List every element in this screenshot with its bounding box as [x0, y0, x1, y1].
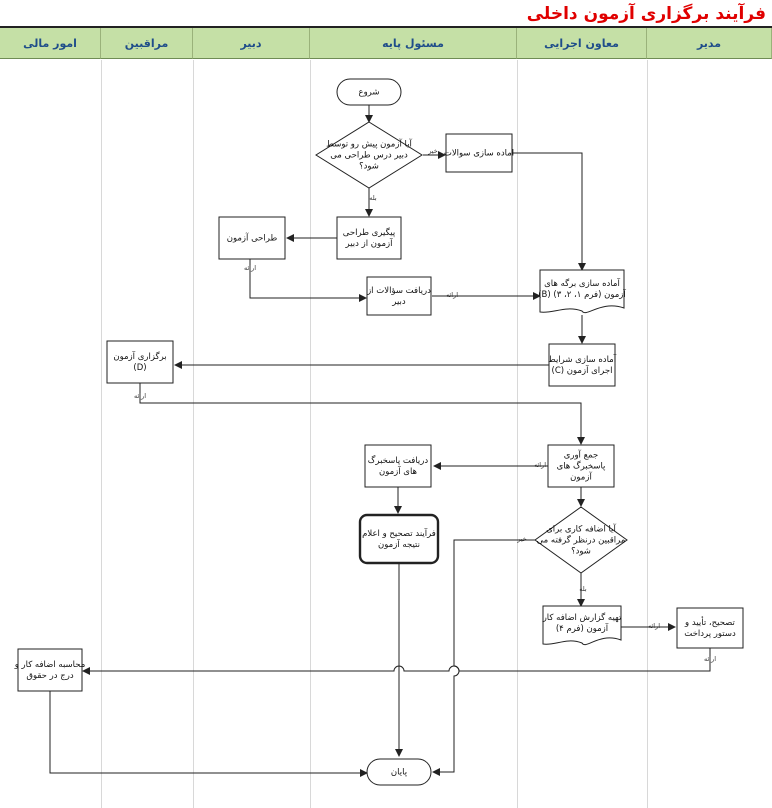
- node-end: پایان: [366, 758, 432, 786]
- node-design: طراحی آزمون: [218, 216, 286, 260]
- lane-divider: [647, 60, 648, 808]
- node-shape: [539, 269, 625, 314]
- node-shape: [336, 216, 402, 260]
- edge-label-q1-no: خیر: [427, 147, 438, 155]
- node-label: شروع: [359, 88, 380, 98]
- node-label: دریافت سؤالات از: [366, 286, 431, 296]
- lane-dividers: [0, 60, 772, 808]
- node-label: آزمون: [570, 471, 592, 483]
- node-shape: [366, 758, 432, 786]
- lane-divider: [310, 60, 311, 808]
- edge-prep-to-sheets: [512, 152, 586, 271]
- lane-header-exec: معاون اجرایی: [517, 28, 647, 59]
- node-label: دریافت پاسخبرگ: [368, 456, 429, 466]
- edge-design-receive: [249, 258, 367, 302]
- node-label: پایان: [391, 768, 408, 778]
- edge-label-design-out: ارائه: [244, 264, 256, 272]
- node-shape: [106, 340, 174, 384]
- edge-label-q1-yes: بله: [369, 194, 377, 202]
- page-title: فرآیند برگزاری آزمون داخلی: [526, 4, 766, 24]
- node-shape: [366, 276, 432, 316]
- node-shape: [542, 605, 622, 646]
- node-label: برگزاری آزمون: [113, 350, 166, 362]
- node-label: شود؟: [359, 162, 379, 172]
- node-shape: [218, 216, 286, 260]
- node-start: شروع: [336, 78, 402, 106]
- node-label: فرآیند تصحیح و اعلام: [362, 527, 436, 539]
- edge-hold-collect: [139, 383, 585, 445]
- node-label: آیا آزمون پیش رو توسط: [326, 138, 412, 150]
- node-label: تهیه گزارش اضافه کار: [542, 612, 622, 623]
- node-label: آزمون (فرم ۴): [556, 622, 609, 634]
- edge-q2-no: [432, 539, 535, 776]
- node-label: آماده سازی شرایط: [548, 353, 617, 365]
- node-shape: [445, 133, 513, 173]
- node-label: محاسبه اضافه کار و: [14, 660, 86, 670]
- node-label: تصحیح، تأیید و: [684, 616, 736, 628]
- edge-payroll-end: [49, 691, 368, 777]
- lane-header-finance: امور مالی: [0, 28, 101, 59]
- node-label: آیا اضافه کاری برای: [546, 523, 616, 535]
- node-label: دبیر: [391, 297, 406, 307]
- node-shape: [548, 343, 616, 387]
- node-label: دستور پرداخت: [684, 629, 736, 639]
- lane-divider: [101, 60, 102, 808]
- node-label: نتیجه آزمون: [378, 538, 420, 550]
- node-label: مراقبین درنظر گرفته می: [537, 535, 626, 546]
- node-label: (D): [133, 363, 146, 373]
- edge-label-hold-out: ارائه: [134, 392, 146, 400]
- lane-header-row: امور مالی مراقبین دبیر مسئول پایه معاون …: [0, 28, 772, 60]
- edge-label-collect-out: ارائه: [534, 461, 546, 469]
- node-shape: [676, 607, 744, 649]
- node-shape: [358, 513, 440, 565]
- edge-label-approve-out: ارائه: [704, 655, 716, 663]
- node-label: درج در حقوق: [26, 671, 73, 681]
- node-label: پاسخبرگ های: [557, 462, 606, 472]
- node-shape: [534, 506, 628, 574]
- lane-header-proctors: مراقبین: [101, 28, 193, 59]
- edge-label-receive-out: ارائه: [446, 291, 458, 299]
- lane-header-grade: مسئول پایه: [310, 28, 517, 59]
- lane-header-teacher: دبیر: [193, 28, 310, 59]
- edge-label-report-out: ارائه: [648, 622, 660, 630]
- edge-label-q2-yes: بله: [579, 585, 587, 593]
- node-shape: [364, 444, 432, 488]
- node-label: پیگیری طراحی: [343, 227, 396, 238]
- title-underline: [0, 26, 772, 28]
- node-shape: [17, 648, 83, 692]
- node-shape: [315, 121, 423, 189]
- edge-label-q2-no: خیر: [516, 535, 527, 543]
- node-label: آماده سازی برگه های: [544, 277, 620, 289]
- node-label: های آزمون: [379, 465, 417, 477]
- node-label: اجرای آزمون (C): [552, 364, 613, 376]
- node-label: آزمون (فرم ۱، ۲، ۳) (B): [538, 288, 626, 300]
- lane-divider: [193, 60, 194, 808]
- node-shape: [547, 444, 615, 488]
- edge-approve-payroll: [82, 648, 711, 675]
- node-prep-questions: اماده سازی سوالات: [444, 133, 514, 173]
- node-label: جمع آوری: [564, 449, 599, 461]
- lane-header-manager: مدیر: [647, 28, 772, 59]
- node-label: شود؟: [571, 547, 591, 557]
- node-hold-exam: برگزاری آزمون(D): [106, 340, 174, 384]
- node-label: طراحی آزمون: [227, 232, 278, 244]
- node-label: آزمون از دبیر: [345, 237, 394, 249]
- lane-divider: [517, 60, 518, 808]
- node-shape: [336, 78, 402, 106]
- node-label: دبیر درس طراحی می: [330, 151, 408, 161]
- node-label: اماده سازی سوالات: [444, 149, 514, 159]
